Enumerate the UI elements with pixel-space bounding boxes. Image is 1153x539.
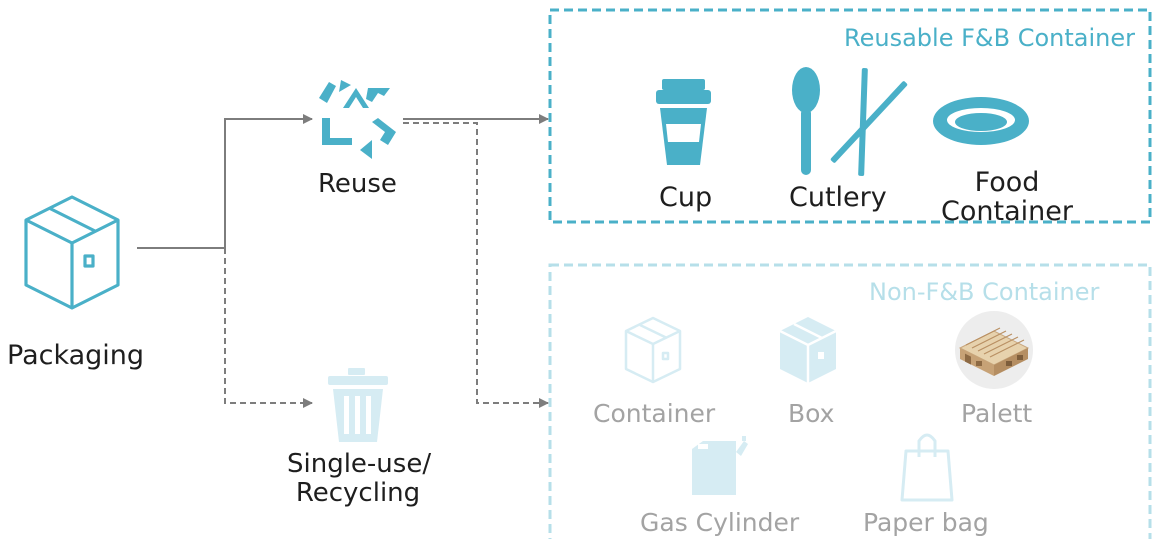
recycle-icon — [319, 80, 396, 159]
solid-box-icon — [779, 317, 837, 383]
reusable-group-border — [548, 8, 1152, 224]
flow-arrows — [137, 114, 549, 408]
packaging-box-icon — [24, 195, 120, 310]
cutlery-icon — [792, 67, 908, 177]
arrow-reuse-to-non-fb — [403, 122, 549, 408]
cup-icon — [656, 79, 711, 165]
paper-bag-icon — [900, 433, 954, 502]
food-container-label-line2: Container — [941, 196, 1073, 227]
single-use-label-line2: Recycling — [295, 478, 421, 508]
reuse-label: Reuse — [318, 169, 397, 199]
reusable-group-title: Reusable F&B Container — [844, 24, 1135, 52]
pallet-icon — [955, 311, 1033, 389]
cutlery-label: Cutlery — [789, 182, 887, 213]
arrow-packaging-to-reuse — [137, 114, 313, 249]
plate-icon — [933, 97, 1029, 145]
trash-icon — [328, 368, 388, 442]
paper-bag-label: Paper bag — [863, 508, 989, 537]
cup-label: Cup — [659, 182, 713, 213]
jerrycan-icon — [692, 436, 748, 495]
box-label: Box — [788, 399, 835, 428]
packaging-label: Packaging — [7, 340, 145, 371]
single-use-label-line1: Single-use/ — [287, 449, 432, 479]
food-container-label-line1: Food — [974, 167, 1040, 198]
non-fb-group-title: Non-F&B Container — [869, 278, 1100, 306]
non-fb-group-border — [548, 263, 1152, 539]
container-label: Container — [593, 399, 716, 428]
arrow-packaging-to-single-use — [224, 248, 313, 408]
palett-label: Palett — [961, 399, 1033, 428]
container-box-icon — [624, 316, 682, 384]
gas-cylinder-label: Gas Cylinder — [640, 508, 800, 537]
